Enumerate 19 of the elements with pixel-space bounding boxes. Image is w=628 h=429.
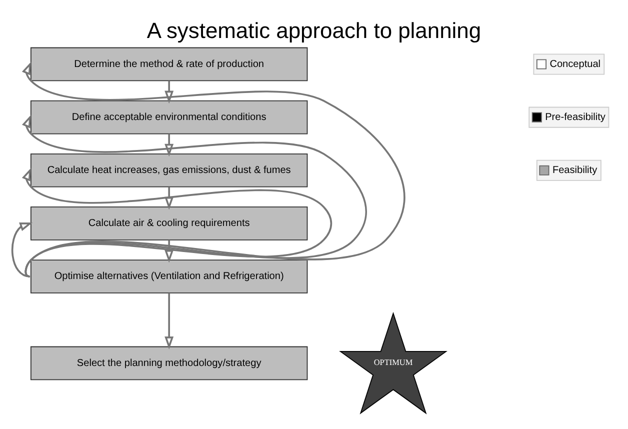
- legend-label: Pre-feasibility: [545, 111, 606, 122]
- node-box: Select the planning methodology/strategy: [30, 346, 308, 380]
- arrow: [164, 186, 174, 210]
- legend-label: Conceptual: [550, 58, 601, 70]
- arrow: [164, 240, 174, 262]
- legend-label: Feasibility: [552, 164, 598, 176]
- arrow: [164, 80, 174, 104]
- arrow: [11, 222, 33, 277]
- arrow: [164, 292, 174, 349]
- node-box: Calculate air & cooling requirements: [30, 206, 308, 240]
- node-box: Optimise alternatives (Ventilation and Refrigeration): [30, 259, 308, 293]
- arrow: [22, 61, 406, 276]
- node-box: Define acceptable environmental conditions: [30, 100, 308, 134]
- arrow: [22, 114, 367, 277]
- arrow: [164, 133, 174, 156]
- arrow: [22, 167, 332, 277]
- node-box: Calculate heat increases, gas emissions, dust & fumes: [30, 152, 308, 187]
- diagram-title: A systematic approach to planning: [146, 17, 482, 42]
- node-box: Determine the method & rate of production: [30, 46, 308, 81]
